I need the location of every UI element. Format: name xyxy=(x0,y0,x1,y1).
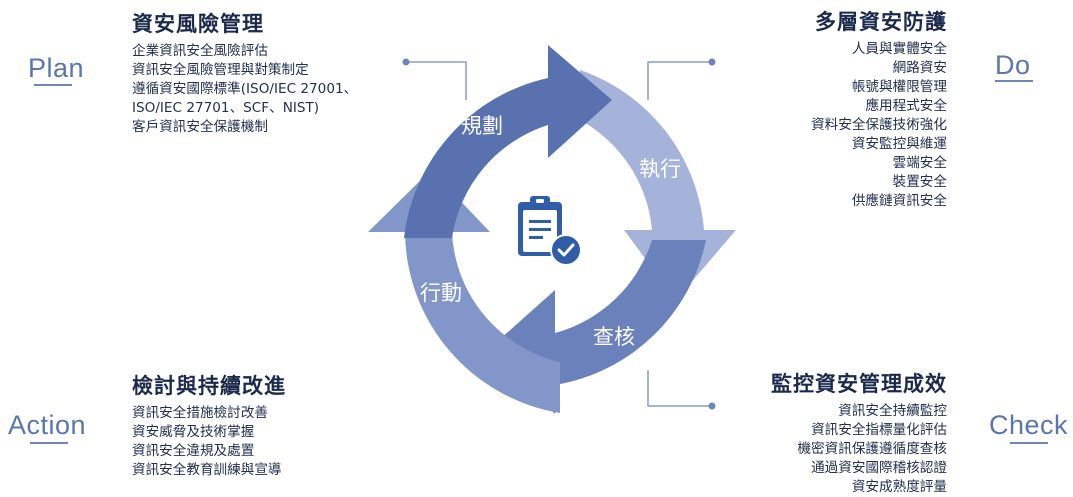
check-title: 監控資安管理成效 xyxy=(771,372,947,396)
list-item: 資安威脅及技術掌握 xyxy=(132,424,255,440)
connector-plan xyxy=(406,61,467,100)
plan-title: 資安風險管理 xyxy=(132,12,264,36)
plan-block: 資安風險管理 企業資訊安全風險評估 資訊安全風險管理與對策制定 遵循資安國際標準… xyxy=(132,8,357,137)
list-item: 企業資訊安全風險評估 xyxy=(132,43,268,59)
list-item: 帳號與權限管理 xyxy=(851,79,947,95)
action-block: 檢討與持續改進 資訊安全措施檢討改善 資安威脅及技術掌握 資訊安全違規及處置 資… xyxy=(132,370,286,480)
list-item: 資訊安全違規及處置 xyxy=(132,443,255,459)
list-item: 機密資訊保護遵循度查核 xyxy=(797,441,947,457)
phase-check-underline xyxy=(1010,442,1048,444)
do-title: 多層資安防護 xyxy=(815,10,947,34)
list-item: 通過資安國際稽核認證 xyxy=(811,460,947,476)
list-item: 資訊安全教育訓練與宣導 xyxy=(132,462,282,478)
do-list: 人員與實體安全 網路資安 帳號與權限管理 應用程式安全 資料安全保護技術強化 資… xyxy=(811,40,947,211)
list-item: 網路資安 xyxy=(892,60,947,76)
do-block: 多層資安防護 人員與實體安全 網路資安 帳號與權限管理 應用程式安全 資料安全保… xyxy=(811,6,947,211)
action-list: 資訊安全措施檢討改善 資安威脅及技術掌握 資訊安全違規及處置 資訊安全教育訓練與… xyxy=(132,404,286,480)
phase-action-underline xyxy=(30,442,68,444)
check-block: 監控資安管理成效 資訊安全持續監控 資訊安全指標量化評估 機密資訊保護遵循度查核… xyxy=(771,368,947,497)
phase-check: Check xyxy=(989,410,1069,440)
cycle-label-plan: 規劃 xyxy=(461,114,503,138)
action-title: 檢討與持續改進 xyxy=(132,374,286,398)
list-item: 人員與實體安全 xyxy=(851,41,947,57)
cycle-label-do: 執行 xyxy=(639,157,681,181)
list-item: 雲端安全 xyxy=(892,155,947,171)
phase-action: Action xyxy=(8,410,87,440)
clipboard-check-icon xyxy=(518,196,582,266)
list-item: ISO/IEC 27701、SCF、NIST) xyxy=(132,100,320,116)
arrow-plan xyxy=(404,45,612,238)
list-item: 資安成熟度評量 xyxy=(851,479,947,495)
list-item: 客戶資訊安全保護機制 xyxy=(132,119,268,135)
connector-dot-do xyxy=(708,58,716,66)
list-item: 供應鏈資訊安全 xyxy=(851,193,947,209)
connector-lines xyxy=(406,61,712,407)
cycle-label-action: 行動 xyxy=(420,281,462,305)
list-item: 裝置安全 xyxy=(892,174,947,190)
list-item: 資訊安全持續監控 xyxy=(838,403,947,419)
list-item: 資安監控與維運 xyxy=(851,136,947,152)
phase-do-underline xyxy=(995,80,1033,82)
connector-do xyxy=(647,61,712,100)
list-item: 資訊安全風險管理與對策制定 xyxy=(132,62,309,78)
plan-list: 企業資訊安全風險評估 資訊安全風險管理與對策制定 遵循資安國際標準(ISO/IE… xyxy=(132,42,357,137)
cycle-label-check: 查核 xyxy=(593,325,635,349)
connector-check xyxy=(647,370,712,407)
connector-dot-check xyxy=(708,402,716,410)
phase-plan-underline xyxy=(34,84,72,86)
list-item: 應用程式安全 xyxy=(865,98,947,114)
list-item: 遵循資安國際標準(ISO/IEC 27001、 xyxy=(132,81,358,97)
check-list: 資訊安全持續監控 資訊安全指標量化評估 機密資訊保護遵循度查核 通過資安國際稽核… xyxy=(771,402,947,497)
list-item: 資訊安全措施檢討改善 xyxy=(132,405,268,421)
list-item: 資料安全保護技術強化 xyxy=(811,117,947,133)
connector-dot-plan xyxy=(402,58,410,66)
list-item: 資訊安全指標量化評估 xyxy=(811,422,947,438)
phase-plan: Plan xyxy=(28,53,85,83)
phase-do: Do xyxy=(995,50,1031,80)
